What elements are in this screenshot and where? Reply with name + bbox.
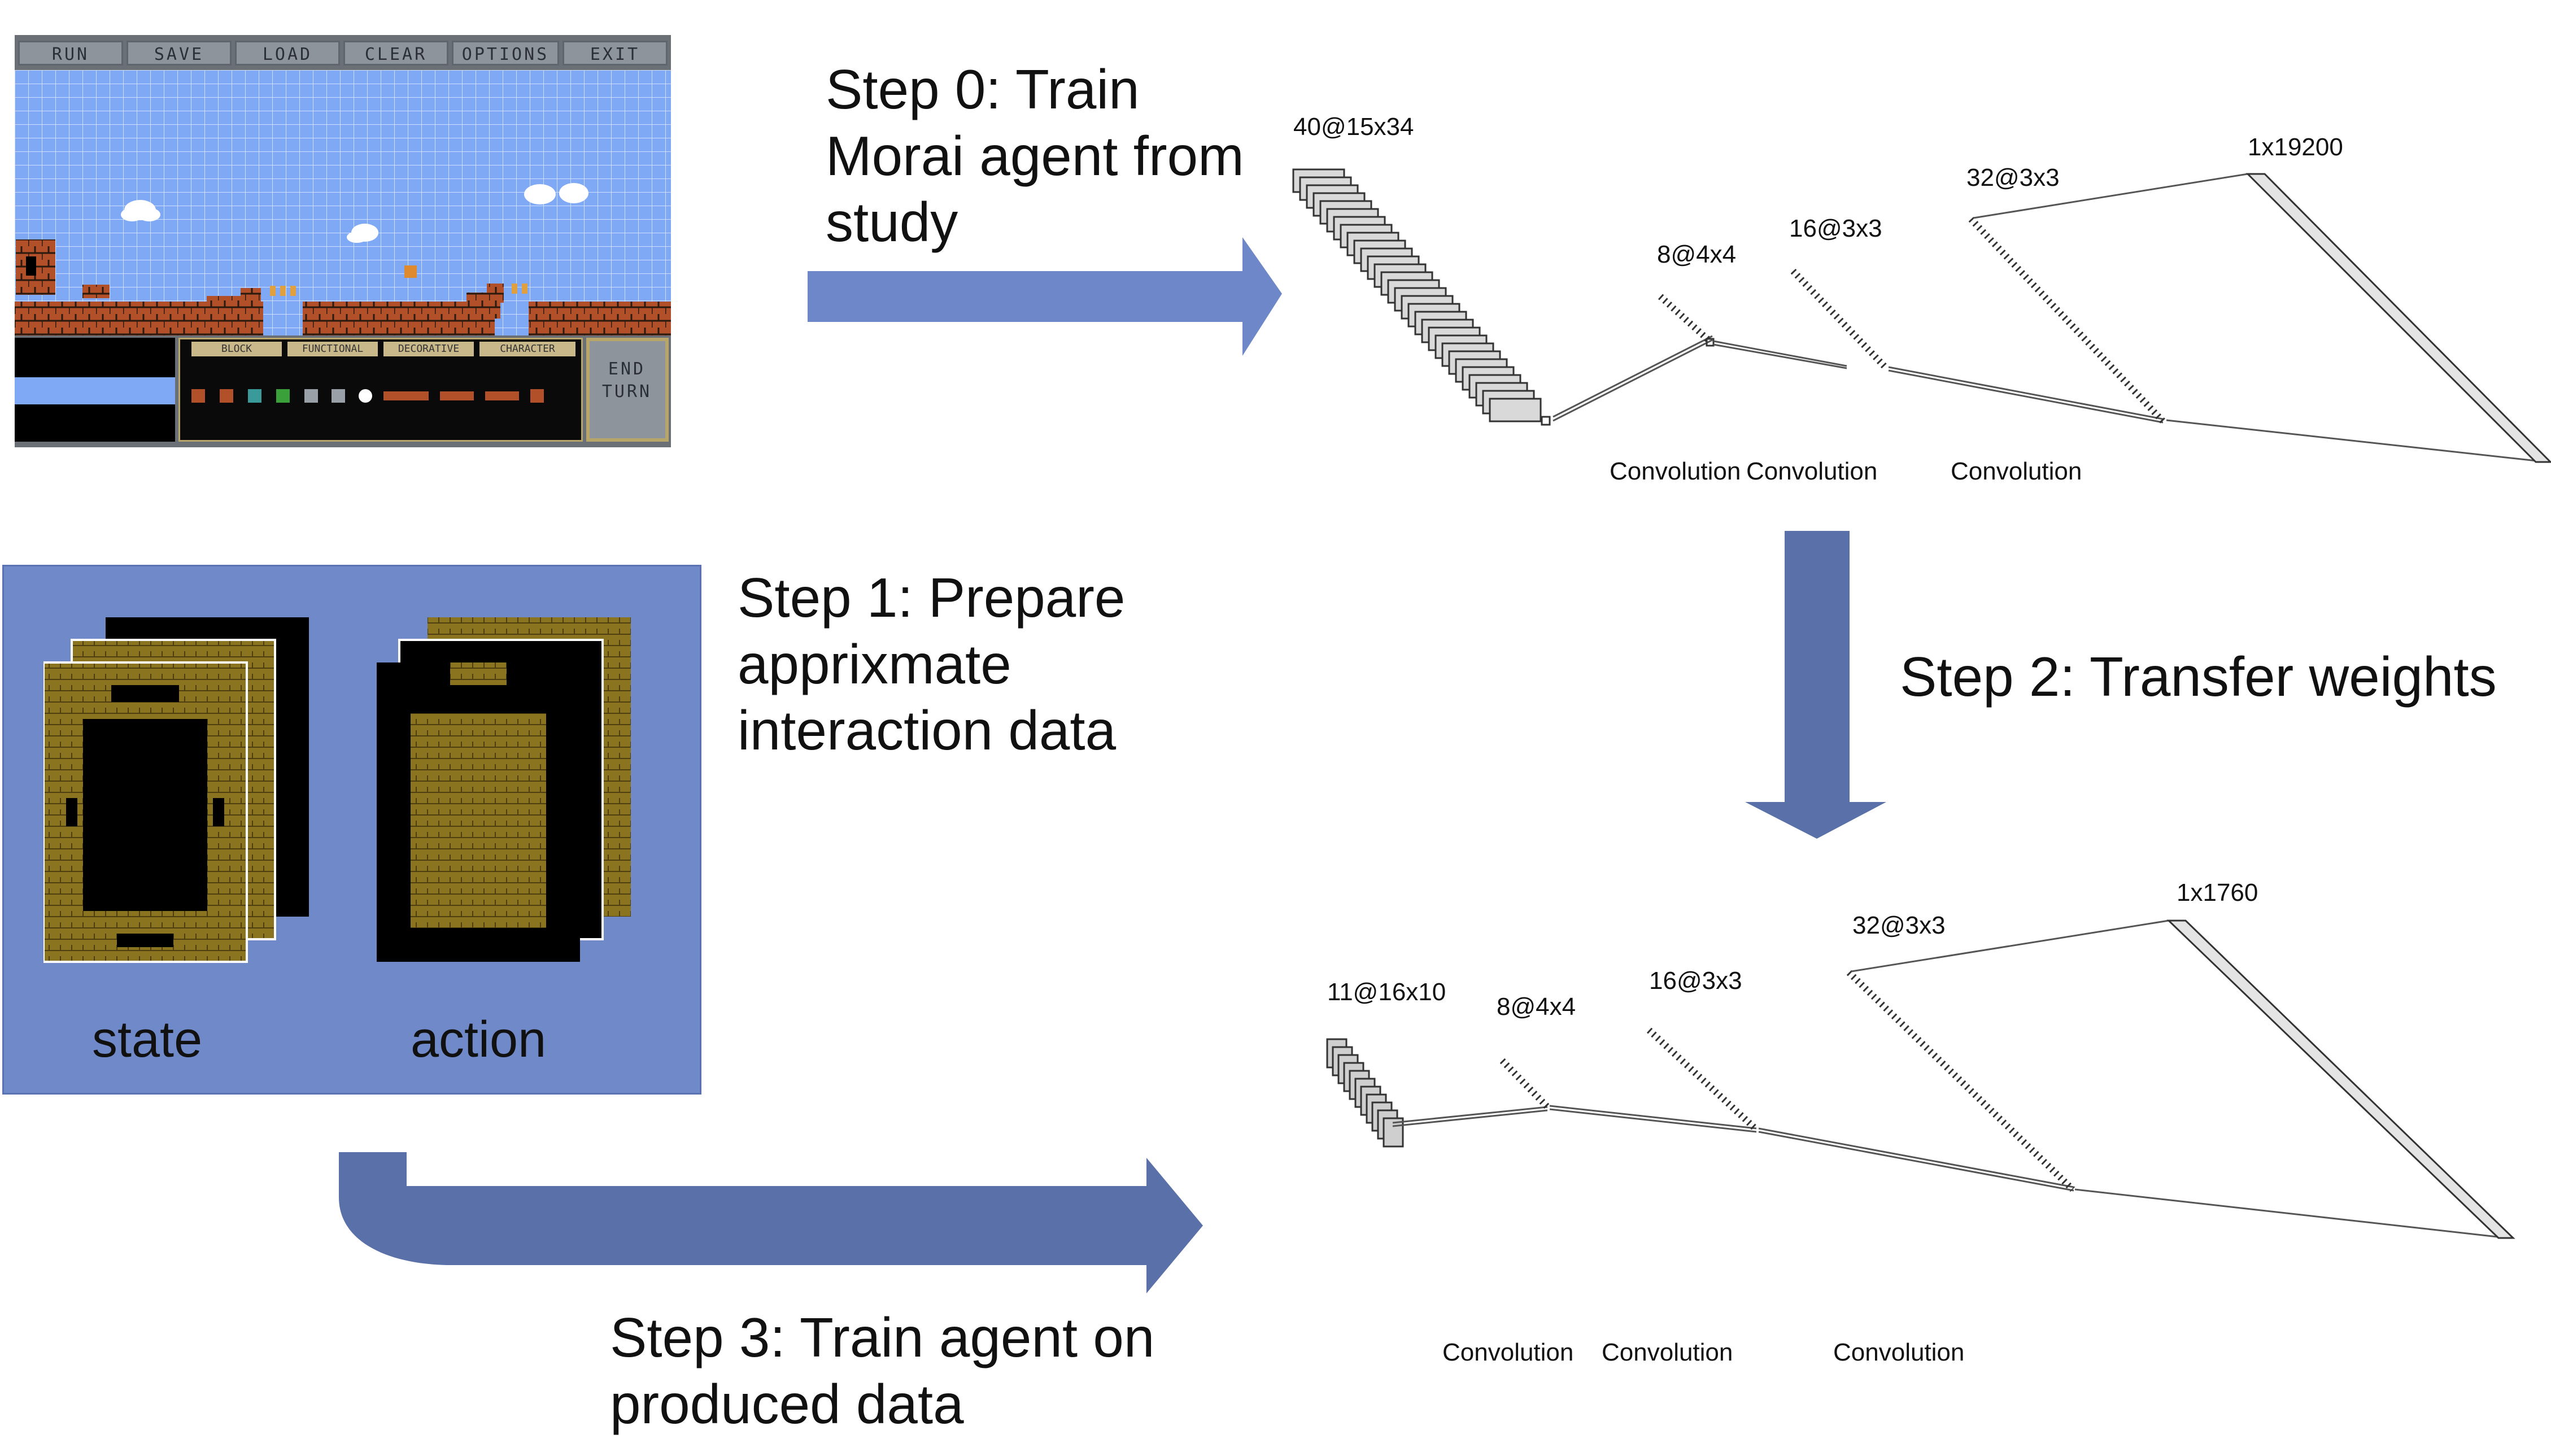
top-caption-2: Convolution [1746, 457, 1878, 485]
cloud-icon [121, 183, 588, 243]
bottom-caption-2: Convolution [1602, 1339, 1733, 1366]
end-turn-label: END TURN [601, 359, 652, 402]
game-editor-screenshot: RUN SAVE LOAD CLEAR OPTIONS EXIT [15, 35, 671, 447]
step3-text: Step 3: Train agent on produced data [610, 1306, 1155, 1435]
bottom-caption-1: Convolution [1442, 1339, 1574, 1366]
step2-arrow [1745, 531, 1886, 839]
palette-tab-decorative[interactable]: DECORATIVE [383, 342, 474, 356]
bottom-caption-3: Convolution [1833, 1339, 1965, 1366]
top-caption-1: Convolution [1610, 457, 1741, 485]
top-caption-3: Convolution [1951, 457, 2082, 485]
clear-button[interactable]: CLEAR [343, 41, 448, 66]
top-conv2-label: 16@3x3 [1789, 215, 1882, 242]
exit-button[interactable]: EXIT [562, 41, 668, 66]
bottom-conv1-label: 8@4x4 [1497, 993, 1576, 1021]
network-top [1292, 168, 2551, 463]
tile-palette[interactable]: BLOCK FUNCTIONAL DECORATIVE CHARACTER [178, 338, 583, 442]
state-label: state [92, 1012, 203, 1068]
top-input-label: 40@15x34 [1293, 113, 1414, 141]
bottom-conv3-label: 32@3x3 [1852, 912, 1946, 939]
end-turn-button[interactable]: END TURN [586, 338, 669, 442]
action-frames [377, 617, 631, 962]
bottom-input-label: 11@16x10 [1327, 978, 1446, 1006]
top-dense-label: 1x19200 [2248, 133, 2343, 161]
step0-text: Step 0: Train Morai agent from study [826, 58, 1244, 254]
step1-text: Step 1: Prepare apprixmate interaction d… [738, 566, 1126, 762]
step2-text: Step 2: Transfer weights [1900, 646, 2497, 708]
level-canvas[interactable] [15, 70, 671, 335]
top-conv1-label: 8@4x4 [1657, 241, 1737, 268]
bottom-dense-label: 1x1760 [2177, 879, 2258, 906]
options-button[interactable]: OPTIONS [452, 41, 559, 66]
action-label: action [411, 1012, 547, 1068]
save-button[interactable]: SAVE [127, 41, 232, 66]
state-frames [43, 617, 309, 963]
network-bottom [1326, 919, 2515, 1239]
run-button[interactable]: RUN [18, 41, 123, 66]
load-button[interactable]: LOAD [235, 41, 340, 66]
step0-arrow [808, 237, 1282, 356]
step3-arrow [339, 1152, 1203, 1293]
bottom-conv2-label: 16@3x3 [1649, 967, 1742, 995]
minimap[interactable] [15, 338, 175, 442]
top-conv3-label: 32@3x3 [1966, 164, 2060, 191]
palette-tab-character[interactable]: CHARACTER [479, 342, 575, 356]
palette-tab-block[interactable]: BLOCK [191, 342, 282, 356]
palette-tiles[interactable] [186, 379, 575, 413]
palette-tab-functional[interactable]: FUNCTIONAL [287, 342, 378, 356]
interaction-data-panel: state action [2, 565, 701, 1095]
